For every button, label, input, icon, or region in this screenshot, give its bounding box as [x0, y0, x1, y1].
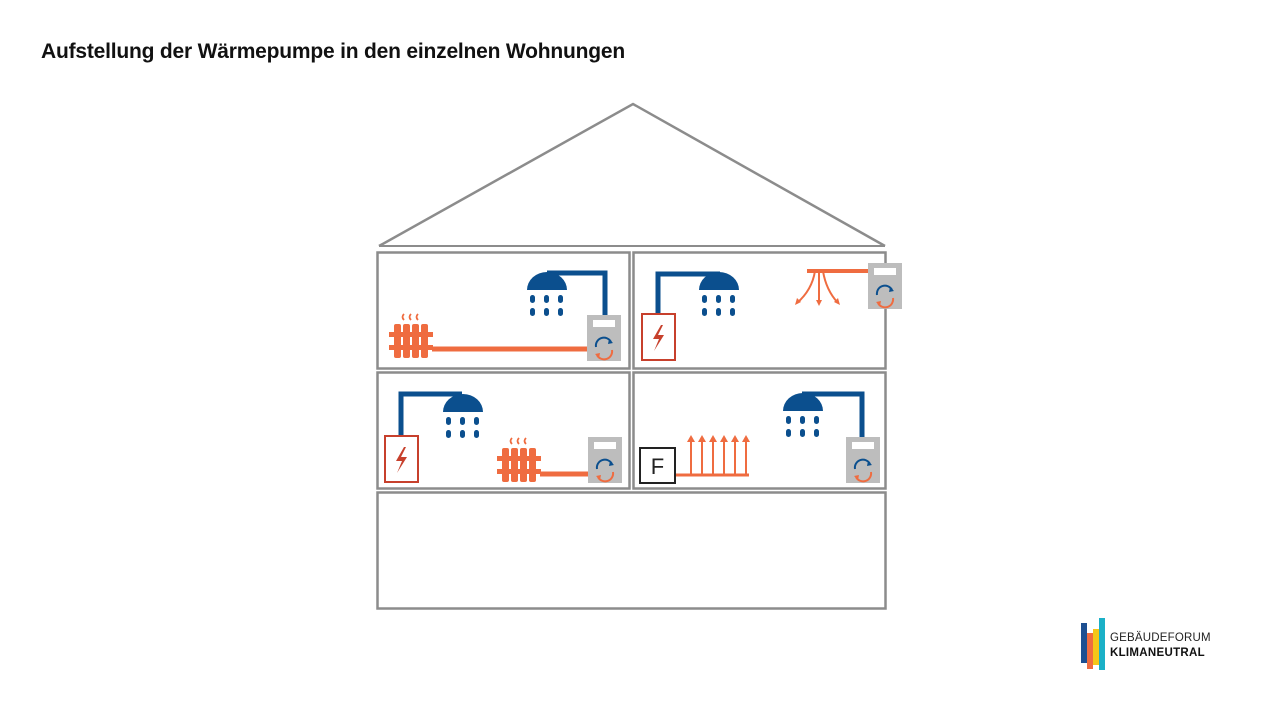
logo-bar-blue: [1081, 623, 1087, 663]
water-pipe: [398, 391, 462, 436]
roof: [378, 102, 886, 248]
apartment-bottom-right: [632, 371, 887, 490]
radiator-icon: [388, 313, 434, 359]
f-box-label: F: [651, 454, 664, 479]
air-diffuser-icon: [795, 269, 870, 306]
heat-pump-unit-icon: [586, 314, 622, 362]
shower-icon: [527, 272, 567, 316]
floor-heating-icon: [676, 435, 750, 477]
electric-boiler-icon: [384, 435, 419, 483]
electric-boiler-icon: [641, 313, 676, 361]
logo-bar-teal: [1099, 618, 1105, 670]
logo: GEBÄUDEFORUM KLIMANEUTRAL: [1080, 617, 1230, 672]
logo-bar-yellow: [1093, 629, 1099, 665]
shower-icon: [699, 272, 739, 316]
apartment-top-left: [376, 251, 631, 370]
heat-pump-unit-icon: [587, 436, 623, 484]
water-pipe: [802, 391, 865, 438]
page-title: Aufstellung der Wärmepumpe in den einzel…: [41, 40, 626, 63]
water-pipe: [547, 270, 608, 316]
heat-pump-unit-icon: [867, 262, 903, 310]
heat-pump-unit-icon: [845, 436, 881, 484]
water-pipe: [655, 271, 720, 314]
logo-bar-orange: [1087, 633, 1093, 669]
radiator-icon: [496, 437, 542, 483]
apartment-bottom-left: [376, 371, 631, 490]
f-box: [639, 447, 676, 484]
logo-line1: GEBÄUDEFORUM: [1110, 632, 1211, 644]
shower-icon: [783, 393, 823, 437]
basement: [376, 491, 887, 610]
shower-icon: [443, 394, 483, 438]
apartment-top-right: [632, 251, 887, 370]
logo-line2: KLIMANEUTRAL: [1110, 647, 1205, 659]
